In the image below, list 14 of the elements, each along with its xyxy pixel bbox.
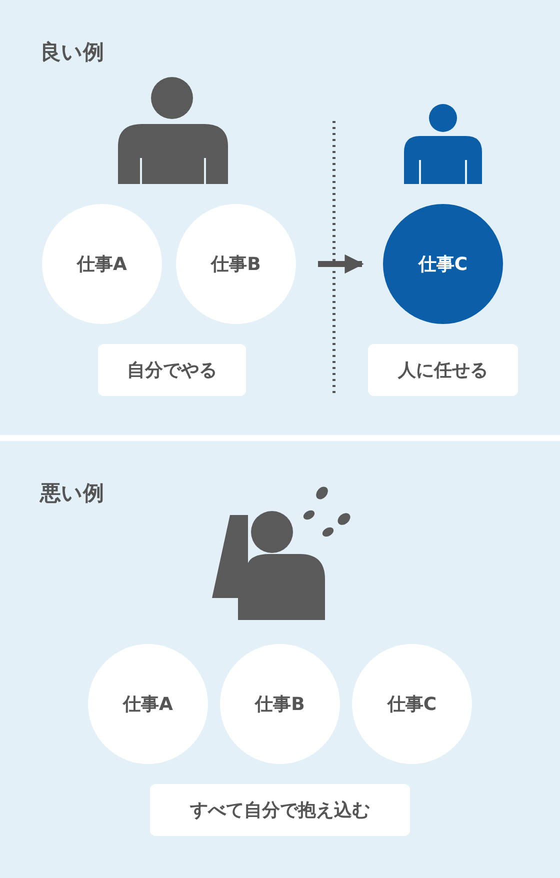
task-circle: 仕事B (176, 204, 296, 324)
task-circle: 仕事C (383, 204, 503, 324)
task-circle: 仕事C (352, 644, 472, 764)
task-circle: 仕事B (220, 644, 340, 764)
arrow (318, 254, 364, 274)
caption-label: 自分でやる (98, 344, 246, 396)
task-circle: 仕事A (42, 204, 162, 324)
example-panel (0, 441, 560, 878)
caption-label: 人に任せる (368, 344, 518, 396)
example-panel (0, 0, 560, 435)
task-circle: 仕事A (88, 644, 208, 764)
panel-heading: 良い例 (40, 39, 104, 66)
panel-heading: 悪い例 (40, 480, 104, 507)
caption-label: すべて自分で抱え込む (150, 784, 410, 836)
